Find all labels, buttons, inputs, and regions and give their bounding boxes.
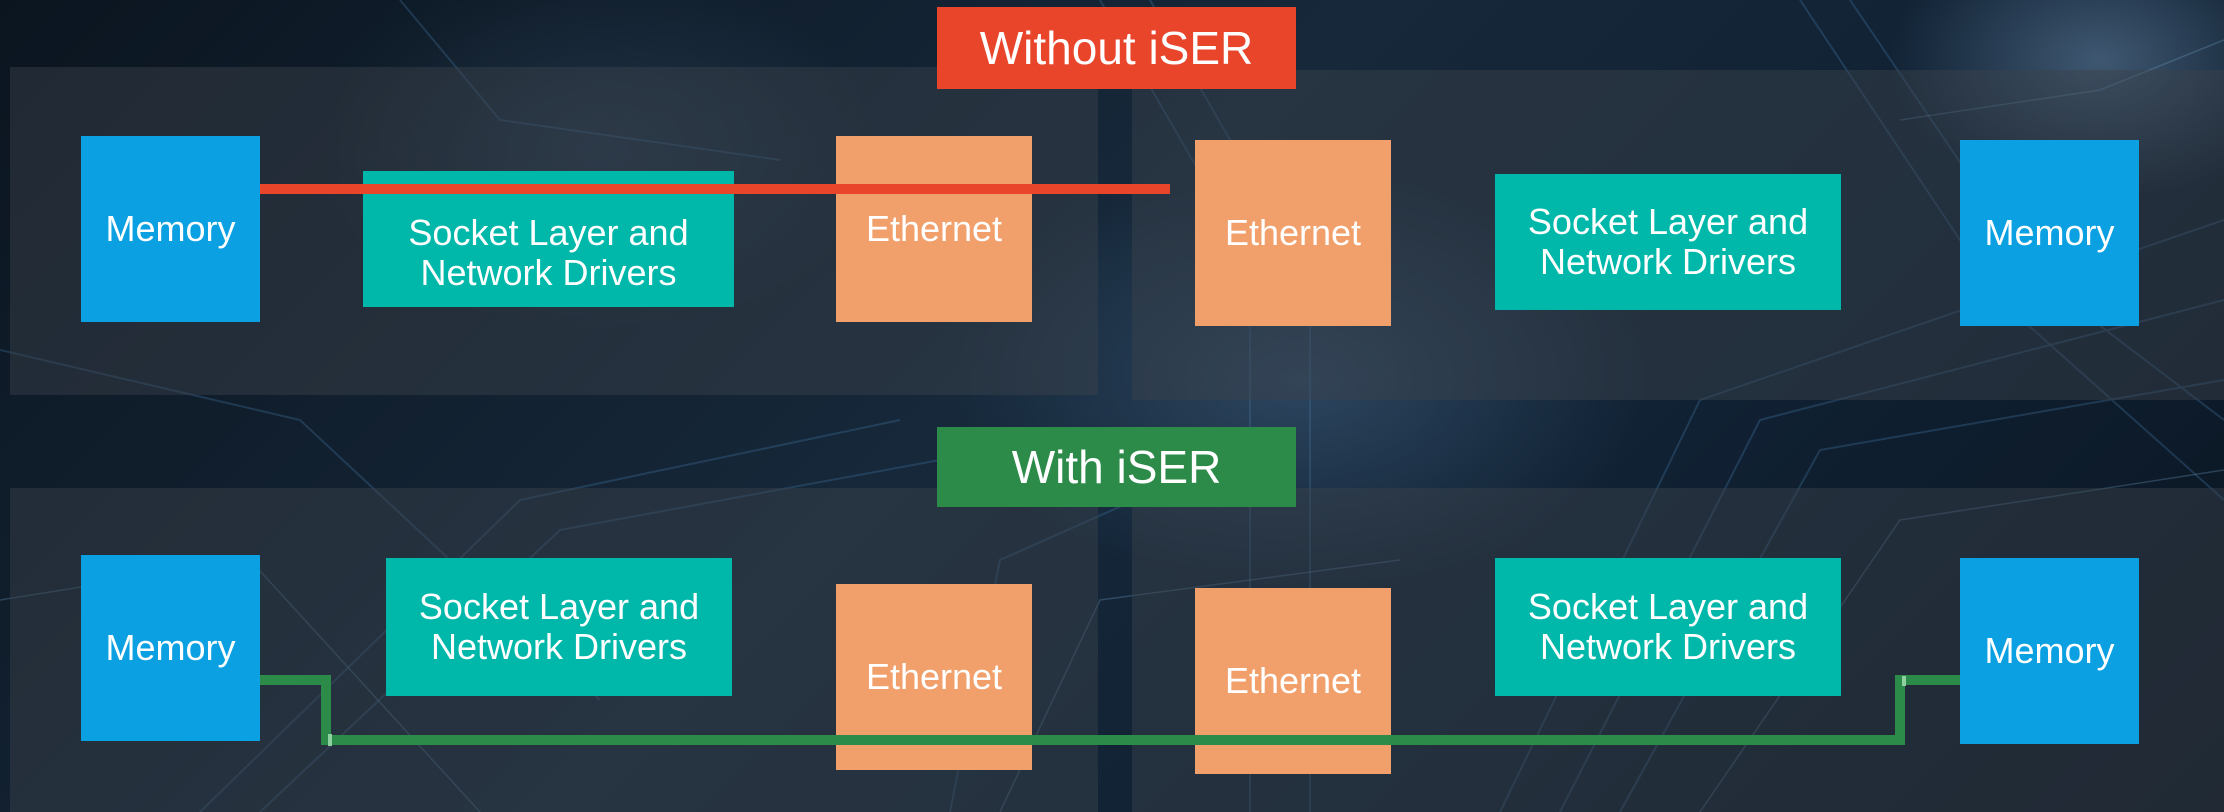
without-right-ethernet: Ethernet [1195, 140, 1391, 326]
memory-label: Memory [105, 208, 236, 249]
without-left-memory: Memory [81, 136, 260, 322]
socket-label-line1: Socket Layer and [1527, 586, 1809, 627]
socket-label-line2: Network Drivers [1539, 241, 1797, 282]
ethernet-label: Ethernet [865, 208, 1003, 249]
with-iser-title: With iSER [937, 427, 1296, 507]
with-left-ethernet: Ethernet [836, 584, 1032, 770]
with-right-memory: Memory [1960, 558, 2139, 744]
ethernet-label: Ethernet [1224, 660, 1362, 701]
socket-label-line1: Socket Layer and [408, 212, 689, 253]
socket-label-line2: Network Drivers [420, 252, 677, 293]
with-left-socket-layer: Socket Layer and Network Drivers [386, 558, 732, 696]
without-iser-title: Without iSER [937, 7, 1296, 89]
with-left-memory: Memory [81, 555, 260, 741]
memory-label: Memory [105, 627, 236, 668]
without-right-socket-layer: Socket Layer and Network Drivers [1495, 174, 1841, 310]
socket-label-line2: Network Drivers [430, 626, 688, 667]
without-left-socket-layer: Socket Layer and Network Drivers [363, 171, 734, 307]
socket-label-line1: Socket Layer and [418, 586, 700, 627]
without-right-memory: Memory [1960, 140, 2139, 326]
without-iser-title-text: Without iSER [979, 22, 1254, 74]
without-left-ethernet: Ethernet [836, 136, 1032, 322]
ethernet-label: Ethernet [1224, 212, 1362, 253]
ethernet-label: Ethernet [865, 656, 1003, 697]
with-right-socket-layer: Socket Layer and Network Drivers [1495, 558, 1841, 696]
with-right-ethernet: Ethernet [1195, 588, 1391, 774]
memory-label: Memory [1984, 212, 2115, 253]
with-iser-title-text: With iSER [1011, 441, 1222, 493]
socket-label-line1: Socket Layer and [1527, 201, 1809, 242]
socket-label-line2: Network Drivers [1539, 626, 1797, 667]
memory-label: Memory [1984, 630, 2115, 671]
